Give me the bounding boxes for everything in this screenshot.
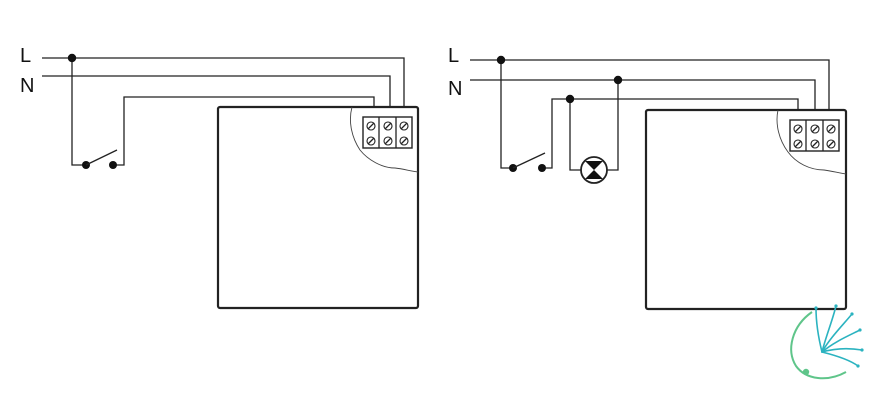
left-line-label: L	[20, 45, 31, 67]
right-wiring-diagram: L N	[448, 45, 848, 311]
left-line-wire	[42, 57, 405, 118]
right-terminal-block	[789, 119, 840, 152]
right-line-junction-dot	[496, 55, 506, 65]
right-line-label: L	[448, 45, 459, 67]
left-wiring-diagram: L N	[20, 45, 420, 310]
left-neutral-wire	[42, 75, 391, 118]
right-lamp-lead-wire	[569, 99, 582, 171]
right-line-wire	[470, 59, 830, 120]
right-switched-wire	[542, 98, 799, 169]
right-neutral-label: N	[448, 78, 462, 100]
right-cutaway-line	[776, 109, 847, 175]
left-terminal-block	[362, 116, 413, 149]
right-neutral-junction-dot	[613, 75, 623, 85]
left-neutral-label: N	[20, 75, 34, 97]
right-switched-junction-dot	[565, 94, 575, 104]
left-cutaway-line	[349, 106, 419, 173]
dandelion-logo-icon	[790, 304, 864, 380]
left-device-box	[216, 105, 420, 310]
right-lamp-neutral-wire	[607, 80, 619, 171]
right-neutral-wire	[470, 79, 816, 120]
left-junction-dot	[67, 53, 77, 63]
right-lamp-icon	[580, 156, 608, 184]
right-switch-feed-wire	[500, 60, 512, 169]
right-switch-icon	[509, 152, 546, 172]
left-switched-wire	[113, 96, 375, 166]
left-switch-feed-wire	[71, 58, 84, 166]
left-switch-icon	[82, 149, 118, 169]
